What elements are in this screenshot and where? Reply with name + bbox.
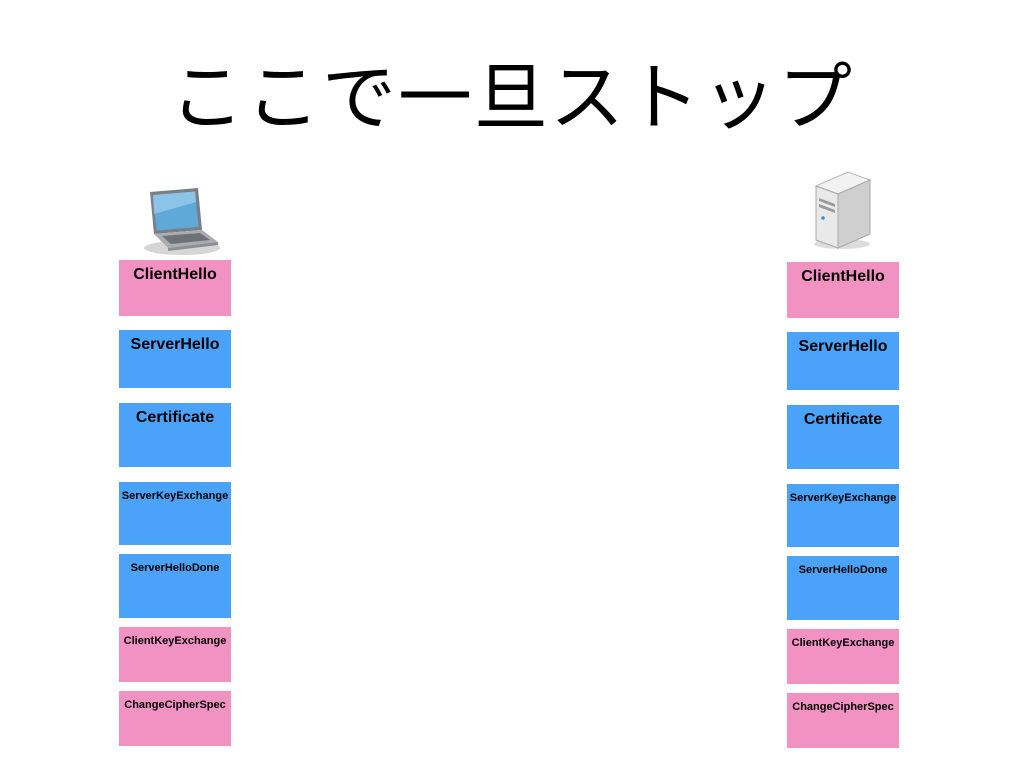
message-box-change-cipher-spec: ChangeCipherSpec: [119, 691, 231, 746]
message-box-change-cipher-spec: ChangeCipherSpec: [787, 693, 899, 748]
message-box-server-hello: ServerHello: [787, 332, 899, 390]
message-box-client-hello: ClientHello: [119, 260, 231, 316]
message-box-client-hello: ClientHello: [787, 262, 899, 318]
message-box-server-hello-done: ServerHelloDone: [787, 556, 899, 620]
slide-title: ここで一旦ストップ: [170, 55, 854, 141]
laptop-icon: [138, 186, 222, 258]
message-box-server-hello: ServerHello: [119, 330, 231, 388]
message-box-client-key-exchange: ClientKeyExchange: [787, 629, 899, 684]
message-box-server-key-exchange: ServerKeyExchange: [119, 482, 231, 545]
server-icon: [808, 168, 874, 250]
message-box-server-key-exchange: ServerKeyExchange: [787, 484, 899, 547]
message-box-server-hello-done: ServerHelloDone: [119, 554, 231, 618]
message-box-certificate: Certificate: [119, 403, 231, 467]
message-box-certificate: Certificate: [787, 405, 899, 469]
message-box-client-key-exchange: ClientKeyExchange: [119, 627, 231, 682]
